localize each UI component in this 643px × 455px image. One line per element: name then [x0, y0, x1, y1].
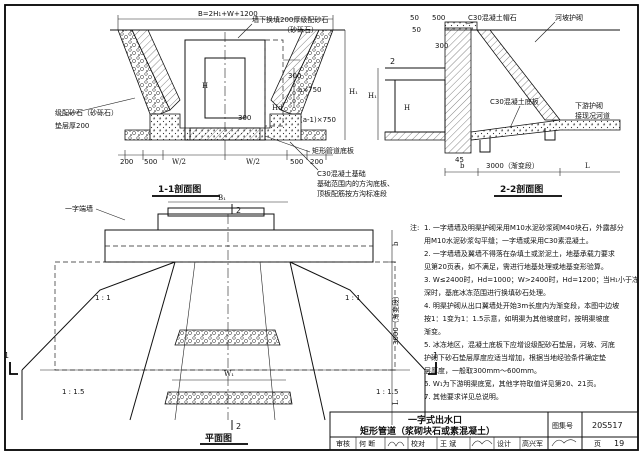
- dim-300-right: 300: [288, 72, 301, 80]
- dim-500-br: 500: [290, 158, 303, 166]
- note-line: 4. 明渠护砌从出口翼墙处开始3m长度内为渐变段，本图中边坡: [424, 301, 619, 310]
- dim-H1-left: H₁: [349, 88, 358, 96]
- dim-a750: a×750: [298, 86, 322, 94]
- note-line: 见第20页表，如不满足，需进行地基处理或地基变形验算。: [424, 262, 608, 271]
- title-line1: 一字式出水口: [408, 414, 462, 426]
- checker: 王 斌: [440, 439, 456, 448]
- dim-L-22: L: [585, 162, 590, 170]
- dim-45: 45: [455, 156, 464, 164]
- title-block: 一字式出水口 矩形管道（浆砌块石或素混凝土） 图集号 20S517 审核 何 断…: [329, 411, 639, 451]
- atlas-no: 20S517: [592, 421, 623, 430]
- label-downstream2: 接现况河道: [575, 111, 610, 120]
- note-line: 用M10水泥砂浆勾平缝；一字墙或采用C30素混凝土。: [424, 236, 593, 245]
- note-line: 2. 一字墙墙及翼墙不得落在杂填土或淤泥土，地基承载力要求: [424, 249, 615, 258]
- note-line: 5. 冰冻地区，混凝土底板下应增设级配砂石垫层，河坡、河底: [424, 340, 615, 349]
- title-1-1: 1-1剖面图: [158, 183, 201, 195]
- dim-L-plan: L: [392, 400, 400, 405]
- dim-B-formula: B=2H₁+W+1200: [198, 10, 258, 18]
- base-plate: [189, 127, 261, 141]
- bank-pitching: [476, 29, 561, 121]
- label-bottom-plate: C30混凝土底板: [490, 97, 539, 106]
- slope-1-15-right: 1 : 1.5: [376, 388, 398, 396]
- note-line: 6. W₁为下游明渠底宽，其他字符取值详见第20、21页。: [424, 379, 600, 388]
- page-no: 19: [614, 439, 624, 448]
- slope-1-1-left: 1 : 1: [95, 294, 111, 302]
- dim-H-22: H: [404, 104, 410, 112]
- title-plan: 平面图: [205, 433, 232, 444]
- dim-200-bl: 200: [120, 158, 133, 166]
- dim-200-br: 200: [310, 158, 323, 166]
- slope-1-15-left: 1 : 1.5: [62, 388, 84, 396]
- dim-Hd: Hd: [272, 104, 283, 112]
- slope-1-1-right: 1 : 1: [345, 294, 361, 302]
- dim-H1-22: H₁: [368, 92, 377, 100]
- design-label: 设计: [497, 439, 511, 448]
- dim-50-a: 50: [410, 14, 419, 22]
- notes-block: 注: 1. 一字墙墙及明渠护砌采用M10水泥砂浆砌M40块石，外露部分 用M10…: [410, 223, 639, 401]
- dim-500-22: 500: [432, 14, 445, 22]
- end-wall-22: [444, 27, 472, 154]
- dim-b-22: b: [460, 162, 465, 170]
- note-line: 护砌下砂石垫层厚度应适当增加，根据当地经验条件确定垫: [424, 353, 606, 362]
- label-gravel-sub: 垫层厚200: [55, 121, 89, 130]
- section-1-1: B=2H₁+W+1200 墙下换填200厚级配砂石 （砂砾石） 级配砂石（砂砾石…: [55, 10, 394, 198]
- label-concrete-base-note1: 基础范围内的方沟底板、: [317, 179, 394, 188]
- title-line2: 矩形管道（浆砌块石或素混凝土）: [359, 425, 495, 437]
- note-line: 层厚度，一般取300mm～600mm。: [424, 366, 541, 375]
- section-2-2: 50 500 50 300 C30混凝土帽石 河坡护砌 C30混凝土底板 下游护…: [368, 13, 621, 197]
- label-concrete-base-note2: 顶板配筋按方沟标准段: [317, 189, 387, 198]
- checker-signature: [471, 440, 493, 447]
- label-downstream1: 下游护砌: [575, 101, 603, 110]
- reviewer-signature: [387, 441, 405, 447]
- note-line: 7. 其他要求详见总说明。: [424, 392, 503, 401]
- label-wing-wall: 一字端墙: [65, 204, 93, 213]
- dim-W1: W₁: [224, 370, 234, 378]
- note-line: 深时，基底冰冻范围进行换填砂石处理。: [424, 288, 550, 297]
- label-wall-replace: 墙下换填200厚级配砂石: [252, 15, 328, 24]
- dim-300-center: 300: [238, 114, 251, 122]
- note-line: 渐变。: [424, 327, 445, 336]
- dim-a1-750: (a-1)×750: [300, 116, 336, 124]
- sheet-border: [4, 4, 639, 451]
- dim-3000-22: 3000（渐变段）: [486, 161, 539, 170]
- designer: 高兴军: [522, 439, 543, 448]
- mark-1-plan-left: 1: [4, 351, 9, 360]
- dim-50-b: 50: [412, 26, 421, 34]
- dim-B1: B₁: [218, 194, 226, 202]
- note-line: 按1：1变为1：1.5示意，如明渠为其他坡度时，按明渠坡度: [424, 314, 610, 323]
- reviewer: 何 断: [359, 439, 375, 448]
- cap-stone: [444, 21, 478, 31]
- left-slope-gravel: [117, 29, 171, 115]
- dim-500-bl: 500: [144, 158, 157, 166]
- mark-2-plan-top: 2: [236, 206, 241, 215]
- label-bank: 河坡护砌: [555, 13, 583, 22]
- mark-1-plan-right: 1: [433, 351, 438, 360]
- label-gravel: 级配砂石（砂砾石）: [55, 108, 118, 117]
- label-base-plate: 矩形管道底板: [312, 146, 354, 155]
- label-wall-replace-sub: （砂砾石）: [283, 25, 318, 34]
- dim-W2-right: W/2: [246, 158, 260, 166]
- mark-2-22: 2: [390, 57, 395, 66]
- label-concrete-base: C30混凝土基础: [317, 169, 366, 178]
- dim-H-center: H: [202, 82, 208, 90]
- review-label: 审核: [336, 439, 350, 448]
- dim-W2-left: W/2: [172, 158, 186, 166]
- plan-view: B₁ 2 一字端墙 1 : 1 1 : 1 1 : 1.5 1 : 1.5: [4, 194, 438, 445]
- atlas-label: 图集号: [552, 421, 573, 430]
- mark-2-plan-bottom: 2: [236, 422, 241, 431]
- dim-b-plan: b: [392, 241, 400, 246]
- note-line: 1. 一字墙墙及明渠护砌采用M10水泥砂浆砌M40块石，外露部分: [424, 223, 624, 232]
- check-label-visible: 校对: [411, 439, 425, 448]
- left-slope-pitching: [131, 29, 181, 111]
- notes-heading: 注:: [410, 223, 419, 232]
- dim-3000-plan: 3000（渐变段）: [391, 292, 400, 345]
- dim-300-22: 300: [435, 42, 448, 50]
- page-label: 页: [594, 440, 601, 448]
- label-cap: C30混凝土帽石: [468, 13, 517, 22]
- designer-signature: [551, 439, 577, 447]
- note-line: 3. W≤2400时，Hd=1000；W>2400时，Hd=1200；当H₁小于…: [424, 275, 639, 284]
- title-2-2: 2-2剖面图: [500, 183, 543, 195]
